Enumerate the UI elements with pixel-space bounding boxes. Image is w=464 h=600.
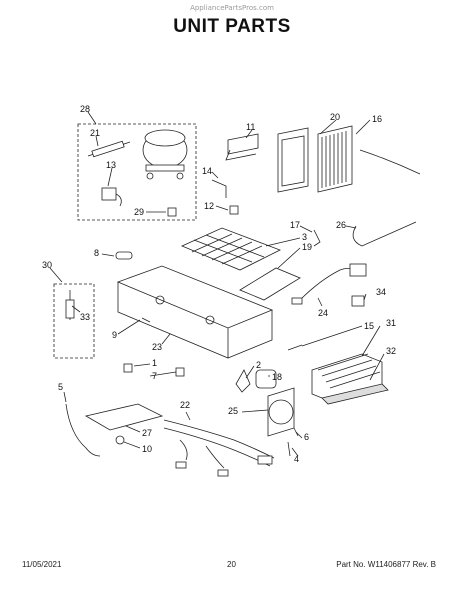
shelf-grid-part [180, 227, 281, 271]
callout-15: 15 [364, 321, 374, 331]
callout-labels: 28 21 13 29 11 20 16 14 12 17 26 3 19 8 … [42, 104, 396, 464]
evaporator-part [317, 125, 353, 193]
callout-27: 27 [142, 428, 152, 438]
callout-11: 11 [246, 122, 255, 132]
callout-22: 22 [180, 400, 190, 410]
callout-7: 7 [152, 371, 157, 381]
callout-17: 17 [290, 220, 300, 230]
callout-2: 2 [256, 360, 261, 370]
page-title: UNIT PARTS [173, 16, 291, 37]
callout-19: 19 [302, 242, 312, 252]
callout-34: 34 [376, 287, 386, 297]
callout-13: 13 [106, 160, 116, 170]
callout-6: 6 [304, 432, 309, 442]
fan-shroud-part [267, 387, 295, 437]
compressor-group-box [77, 123, 197, 221]
callout-30: 30 [42, 260, 52, 270]
callout-26: 26 [336, 220, 346, 230]
wire-harness-part [163, 419, 275, 477]
callout-16: 16 [372, 114, 382, 124]
relay-part [101, 187, 117, 201]
callout-12: 12 [204, 201, 214, 211]
callout-29: 29 [134, 207, 144, 217]
watermark: AppliancePartsPros.com [190, 4, 274, 12]
callout-28: 28 [80, 104, 90, 114]
callout-25: 25 [228, 406, 238, 416]
callout-21: 21 [90, 128, 100, 138]
callout-5: 5 [58, 382, 63, 392]
callout-14: 14 [202, 166, 212, 176]
callout-33: 33 [80, 312, 90, 322]
footer-page-number: 20 [227, 560, 236, 569]
callout-8: 8 [94, 248, 99, 258]
cover-plate-part [84, 403, 164, 431]
callout-32: 32 [386, 346, 396, 356]
callout-31: 31 [386, 318, 396, 328]
callout-10: 10 [142, 444, 152, 454]
callout-20: 20 [330, 112, 340, 122]
callout-23: 23 [152, 342, 162, 352]
callout-4: 4 [294, 454, 299, 464]
heater-group-box [53, 283, 95, 359]
callout-3: 3 [302, 232, 307, 242]
callout-9: 9 [112, 330, 117, 340]
callout-24: 24 [318, 308, 328, 318]
evaporator-cover [277, 127, 309, 193]
footer-date: 11/05/2021 [22, 560, 62, 569]
callout-18: 18 [272, 372, 282, 382]
callout-1: 1 [152, 358, 157, 368]
base-plate-part [116, 265, 274, 359]
footer-part-number: Part No. W11406877 Rev. B [336, 560, 436, 569]
